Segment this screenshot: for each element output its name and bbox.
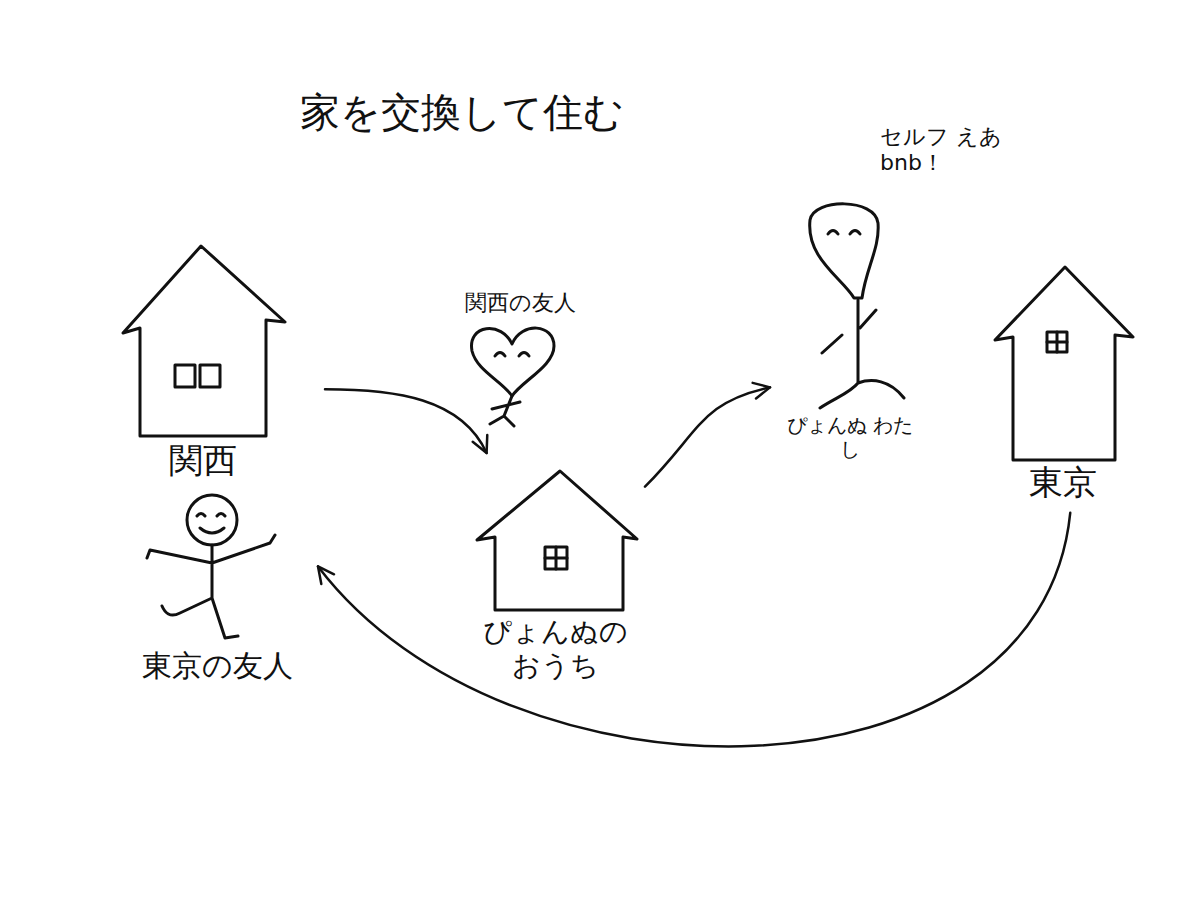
node-label: 関西の友人: [462, 290, 578, 316]
arrow-line: [645, 387, 770, 486]
house-tokyo: 東京: [985, 262, 1140, 503]
note-text: セルフ えあbnb！: [880, 124, 1010, 177]
house-home-shape-stroke: [477, 471, 637, 610]
house-home-shape-stroke: [545, 547, 567, 569]
me-figure: ぴょんぬ わたし: [780, 198, 920, 461]
arrow-head: [318, 566, 334, 584]
house-home: ぴょんぬの おうち: [465, 465, 645, 682]
node-label: ぴょんぬ わたし: [780, 413, 920, 461]
house-home-shape: [465, 465, 645, 615]
arrow-head: [473, 435, 488, 453]
house-kansai-shape-stroke: [200, 365, 220, 387]
house-tokyo-shape-stroke: [1047, 332, 1067, 352]
house-tokyo-shape-stroke: [995, 267, 1133, 460]
house-tokyo-shape-stroke: [1047, 332, 1067, 352]
house-home-shape-stroke: [545, 547, 567, 569]
friend-figure-shape: [462, 316, 578, 428]
arrow-line: [318, 513, 1070, 747]
me-figure-shape-stroke: [820, 231, 904, 409]
house-tokyo-shape: [985, 262, 1140, 462]
friend-figure-shape-stroke: [490, 353, 529, 427]
me-figure-shape: [780, 198, 920, 413]
friend-figure-shape-stroke: [187, 495, 237, 545]
arrow-head: [753, 383, 770, 399]
arrow-line: [325, 389, 487, 453]
friend-figure: 東京の友人: [125, 488, 310, 684]
title: 家を交換して住む: [300, 88, 624, 136]
friend-figure: 関西の友人: [462, 290, 578, 428]
me-figure-shape-stroke: [810, 204, 879, 298]
curved-arrow: [318, 513, 1070, 747]
node-label: 東京の友人: [125, 648, 310, 684]
node-label: 関西: [115, 440, 290, 481]
house-kansai-shape-stroke: [123, 246, 285, 436]
node-label: 東京: [985, 462, 1140, 503]
curved-arrow: [325, 389, 487, 453]
node-label: ぴょんぬの おうち: [465, 615, 645, 682]
house-kansai-shape-stroke: [175, 365, 195, 387]
house-kansai-shape: [115, 240, 290, 440]
friend-figure-shape-stroke: [472, 328, 554, 396]
friend-figure-shape-stroke: [147, 514, 275, 639]
friend-figure-shape: [125, 488, 310, 648]
curved-arrow: [645, 383, 770, 487]
house-kansai: 関西: [115, 240, 290, 481]
